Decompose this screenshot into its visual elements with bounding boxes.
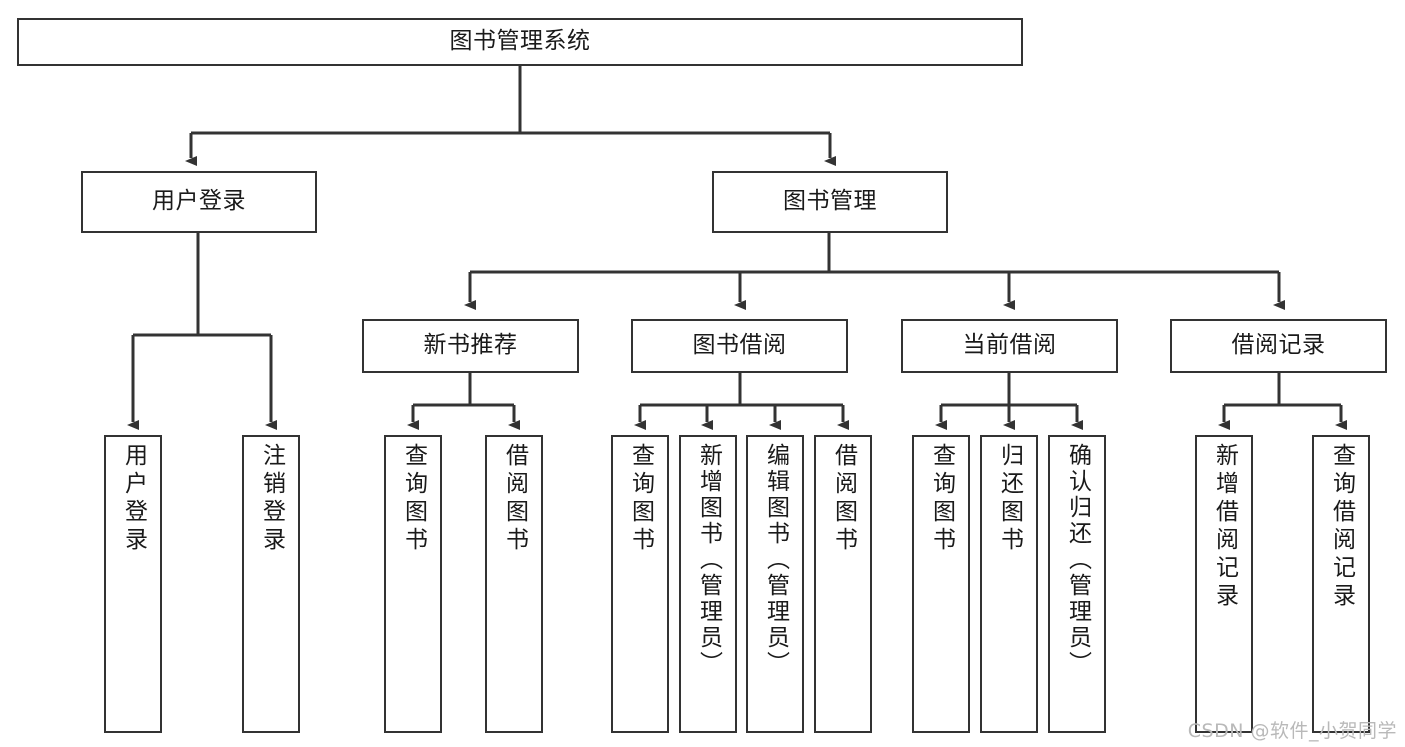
csdn-watermark: CSDN @软件_小贺同学 bbox=[1187, 720, 1397, 742]
node-label: 借阅图书 bbox=[830, 443, 857, 555]
node-label: 新增图书（管理员） bbox=[695, 443, 722, 677]
node-current-borrow[interactable]: 当前借阅 bbox=[901, 319, 1118, 373]
node-root-system[interactable]: 图书管理系统 bbox=[17, 18, 1023, 66]
leaf-query-borrow-record[interactable]: 查询借阅记录 bbox=[1312, 435, 1370, 733]
node-label: 借阅图书 bbox=[501, 443, 528, 555]
node-label: 查询图书 bbox=[928, 443, 955, 555]
node-label: 新书推荐 bbox=[423, 332, 518, 359]
node-label: 编辑图书（管理员） bbox=[762, 443, 789, 677]
leaf-add-book-admin[interactable]: 新增图书（管理员） bbox=[679, 435, 737, 733]
node-label: 查询图书 bbox=[400, 443, 427, 555]
node-label: 借阅记录 bbox=[1231, 332, 1326, 359]
leaf-user-login[interactable]: 用户登录 bbox=[104, 435, 162, 733]
node-label: 图书管理 bbox=[783, 188, 877, 215]
leaf-query-book-recommend[interactable]: 查询图书 bbox=[384, 435, 442, 733]
node-book-management[interactable]: 图书管理 bbox=[712, 171, 948, 233]
node-label: 查询借阅记录 bbox=[1328, 443, 1355, 611]
node-label: 用户登录 bbox=[120, 443, 147, 555]
node-label: 归还图书 bbox=[996, 443, 1023, 555]
leaf-add-borrow-record[interactable]: 新增借阅记录 bbox=[1195, 435, 1253, 733]
node-label: 注销登录 bbox=[258, 443, 285, 555]
leaf-borrow-book[interactable]: 借阅图书 bbox=[814, 435, 872, 733]
leaf-logout-login[interactable]: 注销登录 bbox=[242, 435, 300, 733]
node-book-borrow[interactable]: 图书借阅 bbox=[631, 319, 848, 373]
leaf-borrow-book-recommend[interactable]: 借阅图书 bbox=[485, 435, 543, 733]
leaf-query-book-current[interactable]: 查询图书 bbox=[912, 435, 970, 733]
node-label: 新增借阅记录 bbox=[1211, 443, 1238, 611]
node-label: 当前借阅 bbox=[962, 332, 1057, 359]
node-new-book-recommend[interactable]: 新书推荐 bbox=[362, 319, 579, 373]
node-label: 查询图书 bbox=[627, 443, 654, 555]
node-user-login[interactable]: 用户登录 bbox=[81, 171, 317, 233]
node-label: 图书管理系统 bbox=[449, 28, 591, 55]
leaf-return-book[interactable]: 归还图书 bbox=[980, 435, 1038, 733]
leaf-query-book-borrow[interactable]: 查询图书 bbox=[611, 435, 669, 733]
node-label: 图书借阅 bbox=[692, 332, 787, 359]
node-label: 确认归还（管理员） bbox=[1064, 443, 1091, 677]
leaf-confirm-return-admin[interactable]: 确认归还（管理员） bbox=[1048, 435, 1106, 733]
node-label: 用户登录 bbox=[152, 188, 246, 215]
node-borrow-record[interactable]: 借阅记录 bbox=[1170, 319, 1387, 373]
leaf-edit-book-admin[interactable]: 编辑图书（管理员） bbox=[746, 435, 804, 733]
